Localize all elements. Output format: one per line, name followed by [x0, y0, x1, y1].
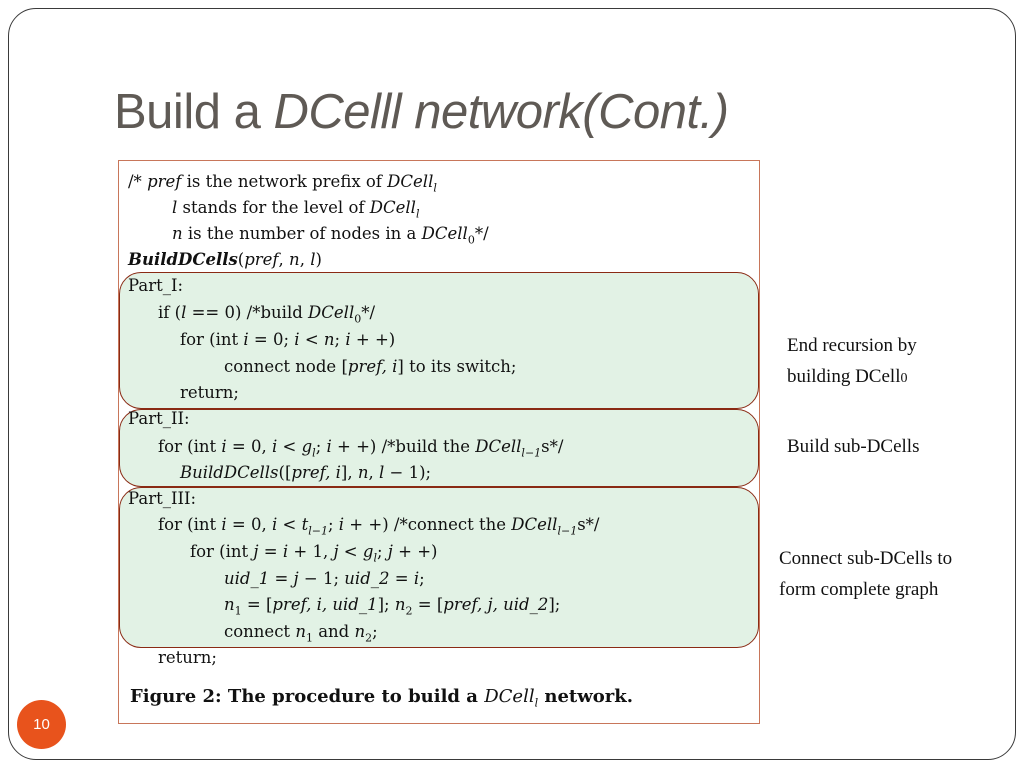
code-line-13: Part_III:	[128, 489, 197, 508]
code-line-9: return;	[180, 383, 239, 402]
figure-caption: Figure 2: The procedure to build a DCell…	[130, 686, 633, 710]
title-prefix: Build a	[114, 85, 274, 139]
title-italic: DCelll network(Cont.)	[273, 85, 729, 139]
code-line-14: for (int i = 0, i < tl−1; i + +) /*conne…	[158, 515, 600, 538]
code-line-2: l stands for the level of DCelll	[172, 198, 420, 221]
part3-highlight	[119, 487, 759, 648]
code-line-7: for (int i = 0; i < n; i + +)	[180, 330, 396, 349]
slide-number-badge: 10	[17, 700, 66, 749]
code-line-6: if (l == 0) /*build DCell0*/	[158, 303, 376, 326]
code-line-12: BuildDCells([pref, i], n, l − 1);	[180, 463, 432, 482]
code-line-3: n is the number of nodes in a DCell0*/	[172, 224, 489, 247]
code-line-10: Part_II:	[128, 409, 190, 428]
part1-highlight	[119, 272, 759, 409]
code-line-8: connect node [pref, i] to its switch;	[224, 357, 517, 376]
code-line-5: Part_I:	[128, 276, 184, 295]
code-line-4: BuildDCells(pref, n, l)	[128, 250, 322, 269]
code-line-17: n1 = [pref, i, uid_1]; n2 = [pref, j, ui…	[224, 595, 561, 618]
code-line-16: uid_1 = j − 1; uid_2 = i;	[224, 569, 425, 588]
code-line-19: return;	[158, 648, 217, 667]
code-line-15: for (int j = i + 1, j < gl; j + +)	[190, 542, 438, 565]
code-line-1: /* pref is the network prefix of DCelll	[128, 172, 437, 195]
part2-highlight	[119, 409, 759, 487]
code-line-11: for (int i = 0, i < gl; i + +) /*build t…	[158, 437, 564, 460]
code-line-18: connect n1 and n2;	[224, 622, 378, 645]
note-build-sub-dcells: Build sub-DCells	[787, 436, 920, 457]
slide-title: Build a DCelll network(Cont.)	[114, 84, 729, 140]
